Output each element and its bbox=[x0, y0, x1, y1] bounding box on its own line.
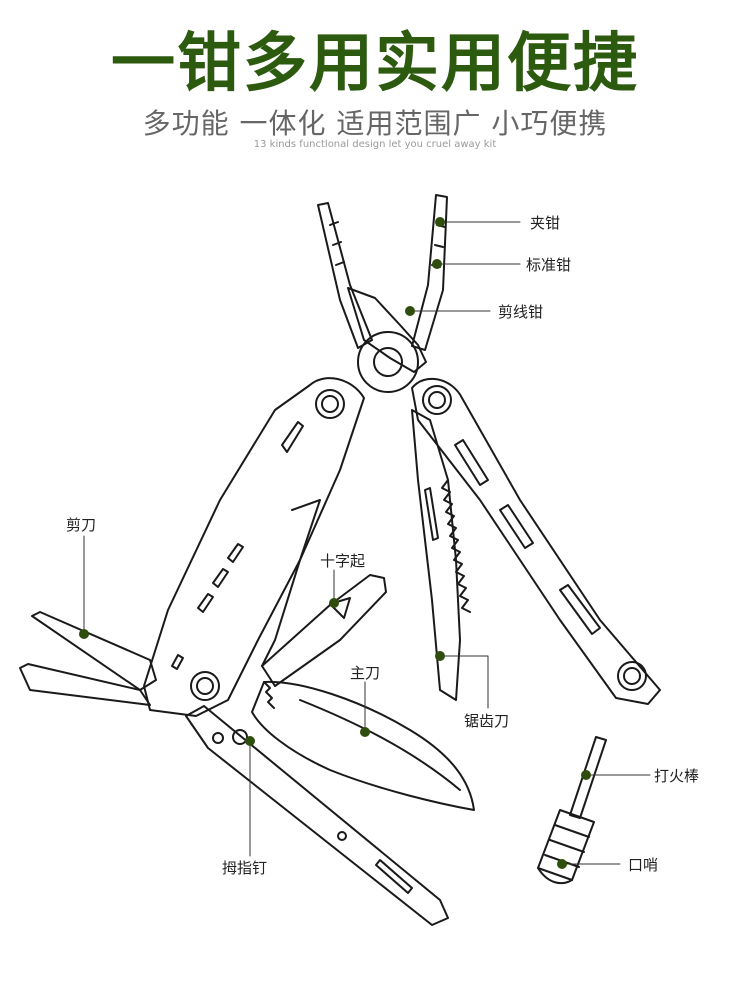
label-wire-cutter: 剪线钳 bbox=[498, 303, 544, 321]
label-scissors: 剪刀 bbox=[66, 516, 97, 534]
label-thumb-stud: 拇指钉 bbox=[222, 859, 268, 877]
pivot-joint bbox=[357, 331, 419, 393]
label-phillips-driver: 十字起 bbox=[320, 552, 366, 570]
label-clamp-pliers: 夹钳 bbox=[530, 214, 561, 232]
callout-lines bbox=[83, 221, 651, 865]
label-whistle: 口哨 bbox=[628, 856, 659, 874]
saw-blade bbox=[411, 409, 471, 701]
callout-markers bbox=[79, 217, 591, 869]
pliers-jaws bbox=[317, 194, 448, 373]
main-blade bbox=[251, 680, 475, 811]
screwdriver-bit bbox=[261, 499, 387, 687]
label-standard-pliers: 标准钳 bbox=[526, 256, 572, 274]
thumb-stud-bar bbox=[185, 705, 449, 926]
fire-starter-whistle bbox=[537, 736, 607, 885]
label-saw-blade: 锯齿刀 bbox=[464, 712, 510, 730]
page-caption: 13 kinds functlonal design let you cruel… bbox=[253, 139, 497, 150]
right-handle bbox=[411, 378, 661, 705]
label-main-blade: 主刀 bbox=[350, 664, 381, 682]
page-subtitle: 多功能 一体化 适用范围广 小巧便携 bbox=[142, 107, 608, 140]
left-handle bbox=[143, 377, 365, 717]
label-fire-starter: 打火棒 bbox=[654, 767, 700, 785]
scissors bbox=[19, 611, 157, 706]
page-title: 一钳多用实用便捷 bbox=[111, 27, 639, 101]
